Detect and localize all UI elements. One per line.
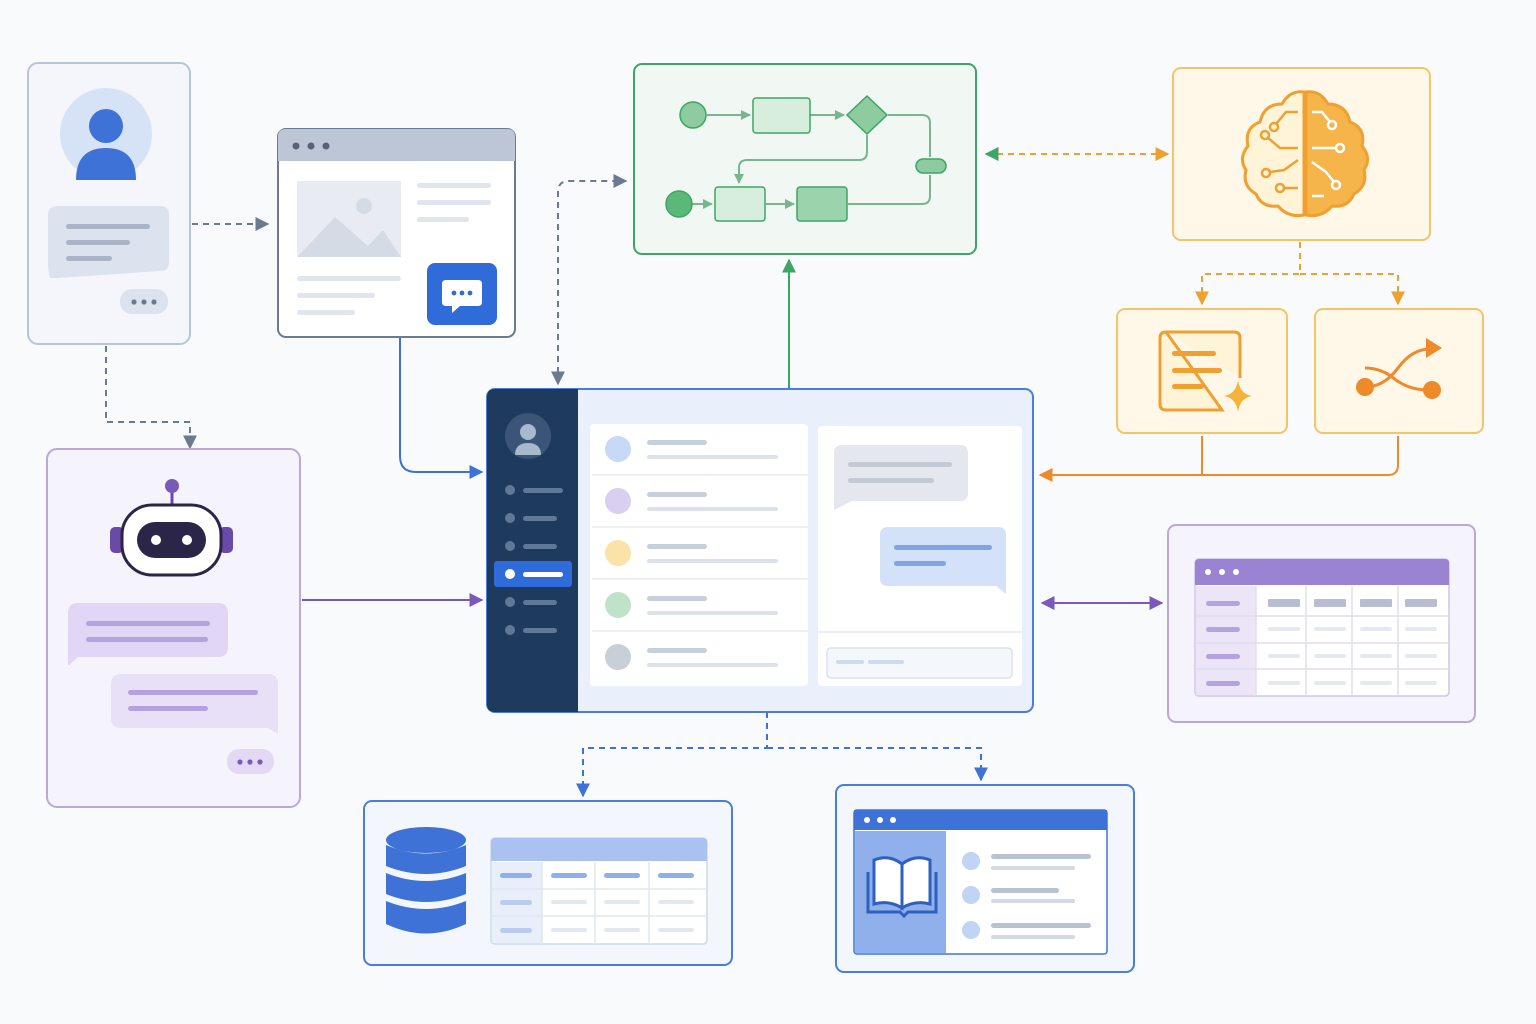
branch-route-icon: [1356, 338, 1442, 399]
edge-webpage-to-app: [399, 338, 484, 479]
edge-user-to-bot: [105, 346, 197, 450]
data-table-card: [1167, 524, 1476, 723]
flow-start-node: [679, 101, 707, 129]
chat-panel: [818, 426, 1022, 686]
flow-decision-node: [845, 94, 889, 136]
bot-chat-card: [46, 448, 301, 808]
ai-routing-card: [1314, 308, 1484, 434]
ai-brain-card: [1172, 67, 1431, 241]
table-icon: [1194, 558, 1450, 697]
central-app-window: [486, 388, 1034, 713]
document-sparkle-icon: [1158, 330, 1252, 412]
flow-process-node-2: [714, 186, 766, 222]
connectors: [105, 147, 1405, 798]
edge-ai-to-app: [1040, 436, 1399, 475]
user-avatar-icon: [60, 88, 152, 180]
chat-bubble: [48, 206, 169, 278]
chat-bubble-icon[interactable]: [427, 263, 497, 325]
flow-process-node-3: [796, 186, 848, 222]
sidebar-nav[interactable]: [494, 485, 572, 635]
open-book-icon: [866, 856, 938, 919]
user-message-bubble: [111, 674, 278, 734]
edge-brain-split: [1201, 242, 1399, 304]
edge-app-workflow-dashed: [551, 174, 628, 386]
robot-icon: [110, 479, 233, 577]
flow-end-node: [915, 158, 947, 174]
web-page-card: [277, 128, 516, 338]
bot-message-bubble: [68, 603, 228, 666]
database-card: [363, 800, 733, 966]
typing-indicator: [227, 749, 274, 774]
table-icon: [490, 837, 708, 945]
message-input[interactable]: [826, 647, 1013, 679]
edge-app-to-stores: [582, 712, 982, 796]
ai-document-card: [1116, 308, 1288, 434]
conversation-list[interactable]: [590, 424, 808, 686]
knowledge-list: [962, 852, 1091, 939]
knowledge-base-card: [835, 784, 1135, 973]
outgoing-message: [880, 527, 1006, 594]
image-placeholder-icon: [297, 181, 401, 257]
flow-process-node: [752, 97, 811, 134]
sidebar-avatar[interactable]: [505, 413, 551, 459]
database-icon: [386, 827, 466, 934]
user-chat-card: [27, 62, 191, 345]
typing-indicator: [120, 289, 168, 314]
flow-start-node-2: [665, 190, 693, 218]
flowchart-icon: [692, 110, 931, 209]
workflow-card: [633, 63, 977, 255]
brain-circuit-icon: [1241, 90, 1369, 218]
incoming-message: [834, 445, 968, 510]
